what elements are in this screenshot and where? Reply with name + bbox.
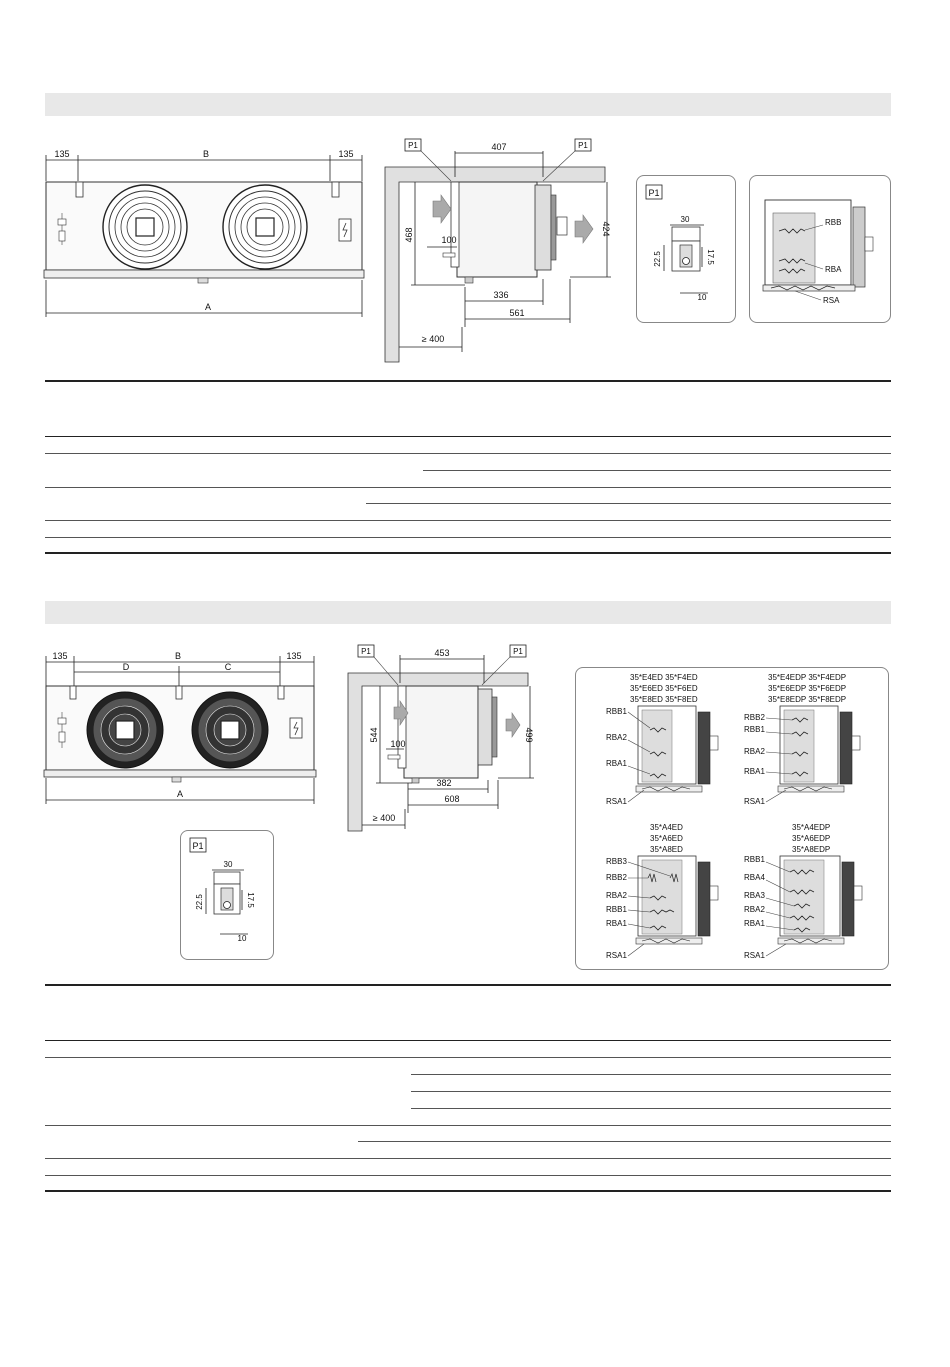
- valve-icon: [57, 213, 67, 245]
- valve-icon: [57, 712, 67, 748]
- model-line: 35*E4EDP 35*F4EDP: [768, 673, 846, 682]
- heater-label: RBA1: [606, 759, 627, 768]
- model-line: 35*E6ED 35*F6ED: [630, 684, 698, 693]
- dim-561: 561: [509, 308, 524, 318]
- model-line: 35*A6EDP: [792, 834, 830, 843]
- heater-label: RBA3: [744, 891, 765, 900]
- model-line: 35*E6EDP 35*F6EDP: [768, 684, 846, 693]
- model-line: 35*A8ED: [650, 845, 683, 854]
- detail-drawing-p1: P1 30 22.5 17.5 10: [645, 184, 715, 302]
- dim-22-5: 22.5: [653, 251, 662, 267]
- dim-468: 468: [404, 227, 414, 242]
- heater-label-rba: RBA: [825, 265, 842, 274]
- dim-453: 453: [434, 648, 449, 658]
- dim-30: 30: [681, 215, 690, 224]
- model-line: 35*A8EDP: [792, 845, 830, 854]
- dim-left-135: 135: [54, 149, 69, 159]
- heater-label: RBA1: [606, 919, 627, 928]
- dim-100: 100: [390, 739, 405, 749]
- dim-17-5: 17.5: [246, 892, 255, 908]
- dim-499: 499: [524, 727, 534, 742]
- model-line: 35*E8ED 35*F8ED: [630, 695, 698, 704]
- front-view-drawing-1: 135 B 135 A: [43, 149, 365, 317]
- side-view-drawing-1: P1 P1 407 468 424 100 336 561 ≥ 400: [384, 138, 611, 363]
- model-line: 35*E4ED 35*F4ED: [630, 673, 698, 682]
- airflow-out-arrow-icon: [574, 214, 594, 244]
- dim-17-5: 17.5: [706, 249, 715, 265]
- electrical-box-icon: [289, 717, 303, 739]
- fan-icon: [86, 691, 164, 769]
- heater-label: RBA2: [606, 733, 627, 742]
- callout-p1: P1: [361, 647, 371, 656]
- dim-b: B: [203, 149, 209, 159]
- fan-icon: [222, 184, 308, 270]
- heater-label: RBA2: [606, 891, 627, 900]
- dim-a: A: [177, 789, 183, 799]
- dim-right-135: 135: [338, 149, 353, 159]
- dim-clearance: ≥ 400: [373, 813, 395, 823]
- heater-label: RBA1: [744, 919, 765, 928]
- heater-label: RBA2: [744, 747, 765, 756]
- dim-clearance: ≥ 400: [422, 334, 444, 344]
- dim-100: 100: [441, 235, 456, 245]
- airflow-in-arrow-icon: [432, 194, 452, 224]
- dim-544: 544: [369, 727, 379, 742]
- dim-left-135: 135: [52, 651, 67, 661]
- heater-label: RSA1: [606, 951, 627, 960]
- airflow-out-arrow-icon: [505, 712, 521, 738]
- heater-diagram-q2: 35*E4EDP 35*F4EDP 35*E6EDP 35*F6EDP 35*E…: [744, 673, 861, 806]
- dim-10: 10: [238, 934, 247, 943]
- heater-label: RSA1: [606, 797, 627, 806]
- detail-drawing-p1: P1 30 22.5 17.5 10: [189, 837, 255, 943]
- heater-drawing: RBB RBA RSA: [762, 199, 874, 305]
- fan-icon: [191, 691, 269, 769]
- model-line: 35*A4ED: [650, 823, 683, 832]
- callout-p1: P1: [513, 647, 523, 656]
- dim-a: A: [205, 302, 211, 312]
- front-view-drawing-2: 135 B 135 D C A: [43, 651, 317, 804]
- heater-label: RBA4: [744, 873, 765, 882]
- callout-p1: P1: [578, 141, 588, 150]
- heater-diagram-q1: 35*E4ED 35*F4ED 35*E6ED 35*F6ED 35*E8ED …: [606, 673, 719, 806]
- callout-p1: P1: [648, 188, 659, 198]
- airflow-in-arrow-icon: [393, 700, 409, 726]
- heater-label-rsa: RSA: [823, 296, 840, 305]
- dim-22-5: 22.5: [195, 894, 204, 910]
- model-line: 35*E8EDP 35*F8EDP: [768, 695, 846, 704]
- dim-10: 10: [698, 293, 707, 302]
- fan-icon: [102, 184, 188, 270]
- dim-382: 382: [436, 778, 451, 788]
- heater-label: RBA1: [744, 767, 765, 776]
- heater-label: RBB2: [744, 713, 765, 722]
- heater-label: RBA2: [744, 905, 765, 914]
- heater-label: RBB2: [606, 873, 627, 882]
- dim-c: C: [225, 662, 232, 672]
- heater-label: RSA1: [744, 951, 765, 960]
- heater-diagram-q3: 35*A4ED 35*A6ED 35*A8ED RBB3 RBB2 RBA2 R…: [606, 823, 719, 960]
- heater-label: RBB1: [606, 707, 627, 716]
- heater-label: RBB1: [744, 725, 765, 734]
- dim-424: 424: [601, 221, 611, 236]
- heater-label-rbb: RBB: [825, 218, 841, 227]
- callout-p1: P1: [192, 841, 203, 851]
- dim-336: 336: [493, 290, 508, 300]
- dim-407: 407: [491, 142, 506, 152]
- dim-30: 30: [224, 860, 233, 869]
- dim-608: 608: [444, 794, 459, 804]
- model-line: 35*A6ED: [650, 834, 683, 843]
- dim-b: B: [175, 651, 181, 661]
- heater-label: RSA1: [744, 797, 765, 806]
- section-header-band-2: [45, 601, 891, 624]
- section-header-band-1: [45, 93, 891, 116]
- dim-d: D: [123, 662, 130, 672]
- heater-label: RBB1: [744, 855, 765, 864]
- model-line: 35*A4EDP: [792, 823, 830, 832]
- dim-right-135: 135: [286, 651, 301, 661]
- side-view-drawing-2: P1 P1 453 544 499 100 382 608 ≥ 400: [347, 644, 534, 832]
- heater-label: RBB1: [606, 905, 627, 914]
- heater-diagram-q4: 35*A4EDP 35*A6EDP 35*A8EDP RBB1 RBA4 RBA…: [744, 823, 863, 960]
- electrical-box-icon: [338, 218, 352, 242]
- callout-p1: P1: [408, 141, 418, 150]
- heater-label: RBB3: [606, 857, 627, 866]
